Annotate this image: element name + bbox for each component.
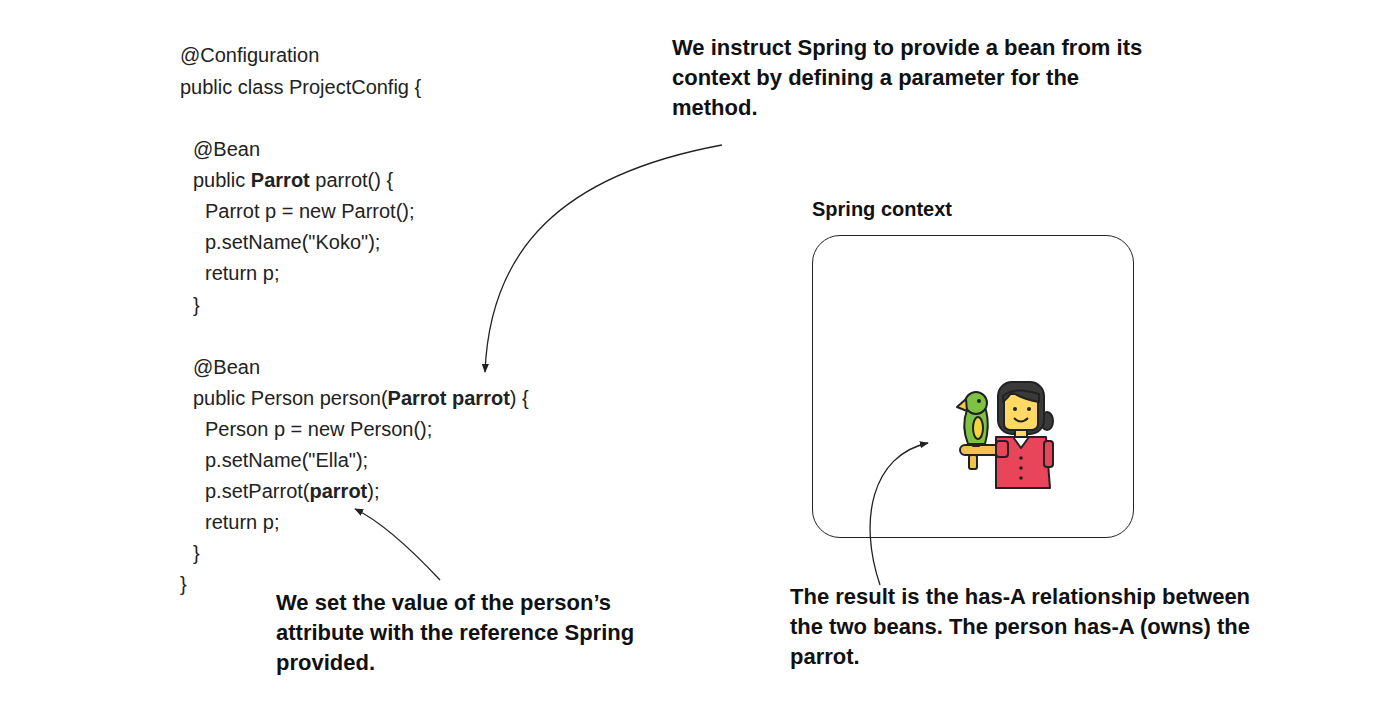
- code-text: @Bean: [193, 137, 260, 161]
- annotation-note: We set the value of the person’s attribu…: [276, 588, 696, 678]
- code-text: public class ProjectConfig {: [180, 75, 421, 99]
- code-line: }: [193, 541, 200, 565]
- code-text: public Person person(: [193, 386, 388, 410]
- code-line: p.setName("Ella");: [205, 448, 368, 472]
- code-text: return p;: [205, 261, 279, 285]
- annotation-note: We instruct Spring to provide a bean fro…: [672, 33, 1152, 123]
- code-line: Person p = new Person();: [205, 417, 432, 441]
- leader-arrow: [485, 145, 722, 372]
- code-text: Parrot: [251, 168, 310, 192]
- code-line: return p;: [205, 510, 279, 534]
- code-text: ) {: [510, 386, 529, 410]
- code-text: p.setParrot(: [205, 479, 309, 503]
- code-line: p.setParrot(parrot);: [205, 479, 380, 503]
- code-text: @Configuration: [180, 43, 319, 67]
- code-line: publicParrotparrot() {: [193, 168, 393, 192]
- code-text: Parrot parrot: [388, 386, 510, 410]
- code-text: }: [193, 541, 200, 565]
- code-line: }: [193, 293, 200, 317]
- code-text: p.setName("Ella");: [205, 448, 368, 472]
- code-text: p.setName("Koko");: [205, 230, 380, 254]
- code-line: public Person person(Parrot parrot) {: [193, 386, 529, 410]
- code-line: @Bean: [193, 137, 260, 161]
- context-box: Spring context: [812, 197, 1134, 538]
- code-text: }: [180, 572, 187, 596]
- code-text: @Bean: [193, 355, 260, 379]
- person-with-parrot-icon: [957, 382, 1053, 488]
- annotation-note: The result is the has-A relationship bet…: [790, 582, 1260, 672]
- code-text: Parrot p = new Parrot();: [205, 199, 415, 223]
- box-heading: Spring context: [812, 197, 1134, 221]
- code-text: return p;: [205, 510, 279, 534]
- code-text: parrot: [309, 479, 367, 503]
- leader-arrow: [870, 443, 928, 585]
- code-line: @Bean: [193, 355, 260, 379]
- code-line: Parrot p = new Parrot();: [205, 199, 415, 223]
- code-line: public class ProjectConfig {: [180, 75, 421, 99]
- code-text: Person p = new Person();: [205, 417, 432, 441]
- leader-arrow: [355, 509, 440, 580]
- context-outline: [812, 235, 1134, 538]
- code-line: p.setName("Koko");: [205, 230, 380, 254]
- code-line: return p;: [205, 261, 279, 285]
- code-line: @Configuration: [180, 43, 319, 67]
- code-line: }: [180, 572, 187, 596]
- code-text: public: [193, 168, 245, 192]
- code-text: );: [367, 479, 379, 503]
- code-text: parrot() {: [315, 168, 393, 192]
- code-text: }: [193, 293, 200, 317]
